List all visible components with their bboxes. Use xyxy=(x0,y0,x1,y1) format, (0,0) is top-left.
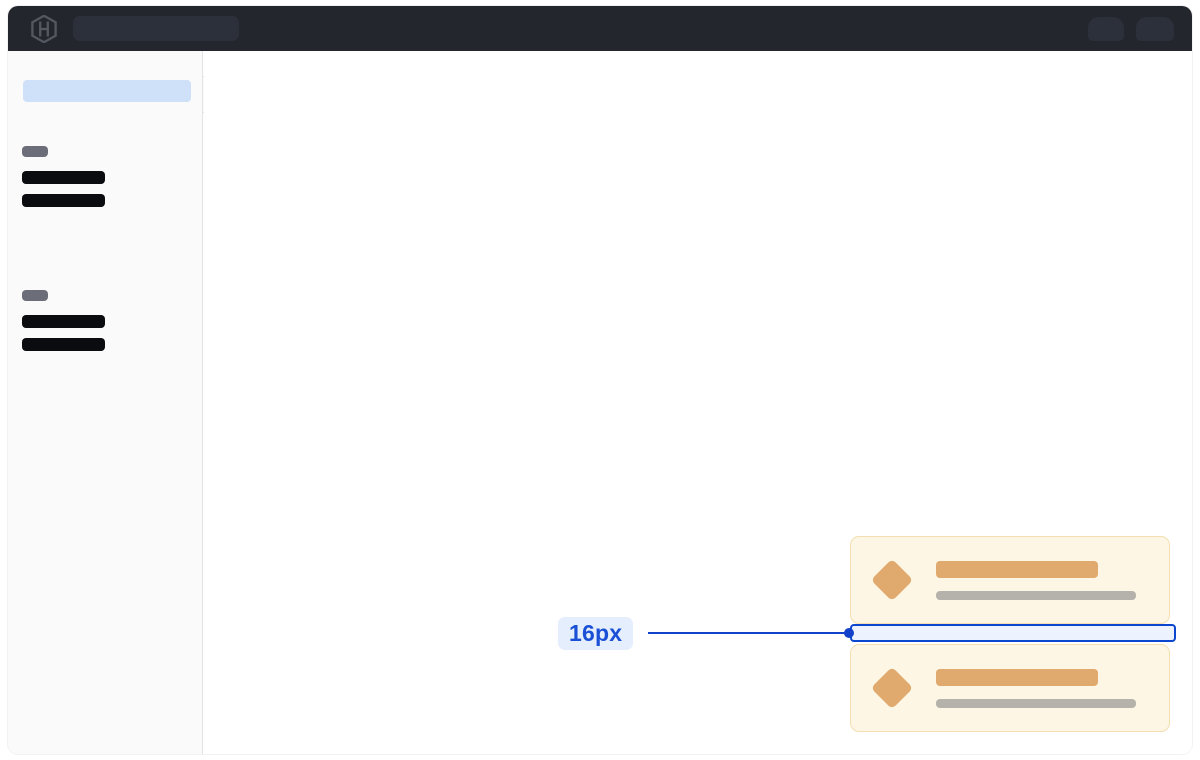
app-window: 16px xyxy=(8,6,1192,754)
list-item[interactable] xyxy=(850,536,1170,624)
sidebar-group-label-2 xyxy=(22,290,48,301)
spacing-measurement-highlight xyxy=(850,624,1176,642)
top-bar xyxy=(8,6,1192,51)
body-area: 16px xyxy=(8,51,1192,754)
card-title-skeleton xyxy=(936,668,1098,686)
search-input[interactable] xyxy=(73,16,239,41)
diamond-icon xyxy=(870,666,914,710)
spacing-value-badge: 16px xyxy=(558,617,634,650)
list-item[interactable] xyxy=(850,644,1170,732)
sidebar-item-2-2[interactable] xyxy=(22,338,105,351)
card-subtitle-skeleton xyxy=(936,590,1136,600)
card-subtitle-skeleton xyxy=(936,698,1136,708)
card-title-skeleton xyxy=(936,560,1098,578)
sidebar-group-label-1 xyxy=(22,146,48,157)
diamond-icon xyxy=(870,558,914,602)
topbar-right-actions xyxy=(1088,16,1174,41)
spacing-leader-line xyxy=(648,632,852,634)
sidebar xyxy=(8,51,203,754)
card-text-lines xyxy=(936,668,1169,708)
sidebar-item-1-1[interactable] xyxy=(22,171,105,184)
sidebar-group-1 xyxy=(22,146,105,217)
canvas: 16px xyxy=(204,51,1192,754)
sidebar-item-1-2[interactable] xyxy=(22,194,105,207)
sidebar-group-2 xyxy=(22,290,105,361)
hexagon-h-logo-icon[interactable] xyxy=(31,14,57,43)
avatar-skeleton-1[interactable] xyxy=(1088,16,1124,41)
sidebar-item-2-1[interactable] xyxy=(22,315,105,328)
card-text-lines xyxy=(936,560,1169,600)
spacing-leader-endpoint-dot xyxy=(844,628,854,638)
avatar-skeleton-2[interactable] xyxy=(1136,16,1174,41)
sidebar-header-skeleton[interactable] xyxy=(23,80,191,102)
